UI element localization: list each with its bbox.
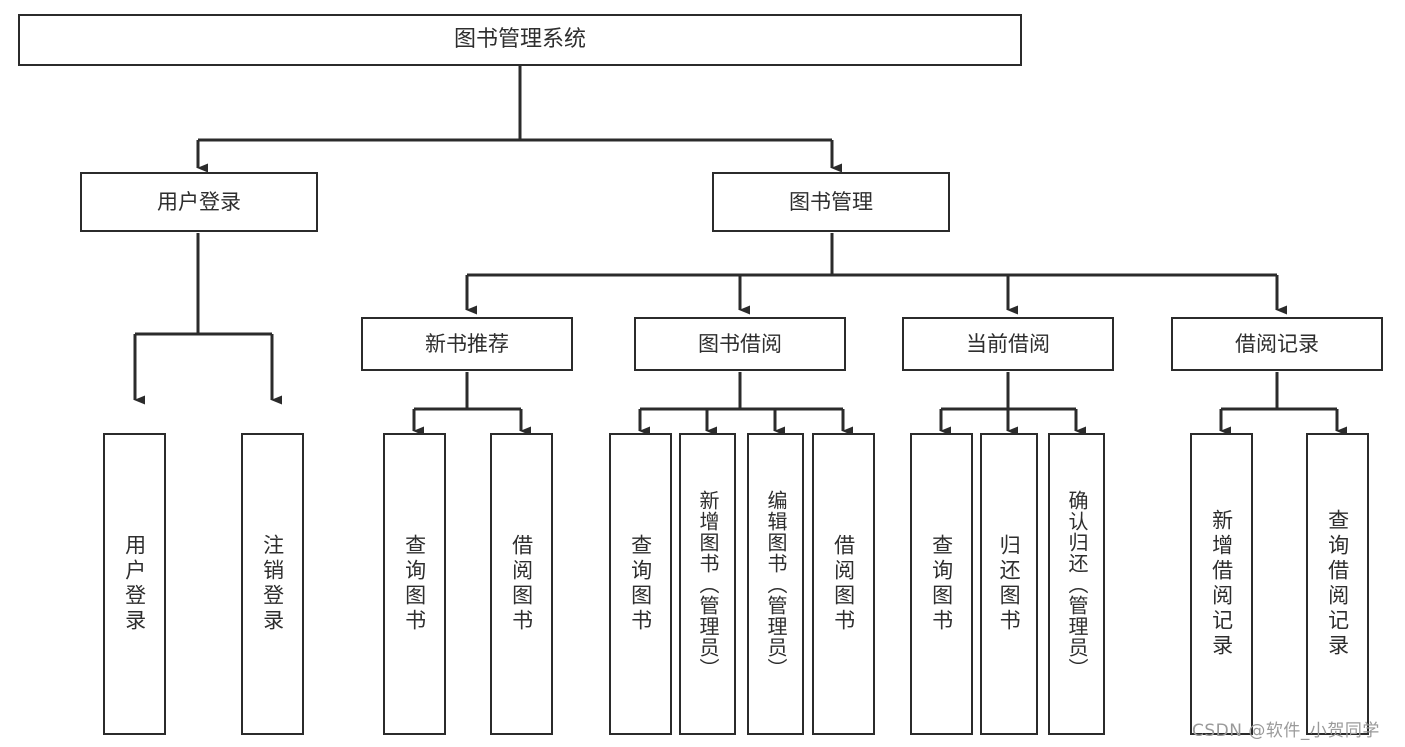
node-label: 查询借阅记录 bbox=[1325, 509, 1350, 659]
leaf-borrow-edit-book-admin[interactable]: 编辑图书（管理员） bbox=[747, 433, 804, 735]
node-current-borrow[interactable]: 当前借阅 bbox=[902, 317, 1114, 371]
node-new-book-recommend[interactable]: 新书推荐 bbox=[361, 317, 573, 371]
leaf-record-query-record[interactable]: 查询借阅记录 bbox=[1306, 433, 1369, 735]
node-label: 归还图书 bbox=[997, 534, 1022, 634]
node-label: 图书管理 bbox=[789, 189, 873, 214]
leaf-user-login-signout[interactable]: 注销登录 bbox=[241, 433, 304, 735]
leaf-current-return-book[interactable]: 归还图书 bbox=[980, 433, 1038, 735]
leaf-current-confirm-return-admin[interactable]: 确认归还（管理员） bbox=[1048, 433, 1105, 735]
node-label: 注销登录 bbox=[260, 534, 285, 634]
leaf-borrow-borrow-book[interactable]: 借阅图书 bbox=[812, 433, 875, 735]
node-label: 新书推荐 bbox=[425, 331, 509, 356]
node-label: 借阅记录 bbox=[1235, 331, 1319, 356]
csdn-watermark: CSDN @软件_小贺同学 bbox=[1192, 721, 1380, 741]
node-label: 编辑图书（管理员） bbox=[764, 489, 788, 679]
node-label: 图书管理系统 bbox=[453, 27, 586, 53]
node-label: 当前借阅 bbox=[966, 331, 1050, 356]
node-label: 用户登录 bbox=[157, 189, 241, 214]
node-user-login[interactable]: 用户登录 bbox=[80, 172, 318, 232]
leaf-current-query-book[interactable]: 查询图书 bbox=[910, 433, 973, 735]
node-root-book-management-system[interactable]: 图书管理系统 bbox=[18, 14, 1022, 66]
leaf-new-book-query[interactable]: 查询图书 bbox=[383, 433, 446, 735]
leaf-new-book-borrow[interactable]: 借阅图书 bbox=[490, 433, 553, 735]
node-label: 查询图书 bbox=[628, 534, 653, 634]
leaf-record-add-record[interactable]: 新增借阅记录 bbox=[1190, 433, 1253, 735]
node-label: 新增借阅记录 bbox=[1209, 509, 1234, 659]
node-book-borrow[interactable]: 图书借阅 bbox=[634, 317, 846, 371]
node-label: 确认归还（管理员） bbox=[1065, 489, 1089, 679]
node-borrow-record[interactable]: 借阅记录 bbox=[1171, 317, 1383, 371]
node-label: 借阅图书 bbox=[509, 534, 534, 634]
node-label: 查询图书 bbox=[402, 534, 427, 634]
node-label: 新增图书（管理员） bbox=[696, 489, 720, 679]
node-book-management[interactable]: 图书管理 bbox=[712, 172, 950, 232]
node-label: 查询图书 bbox=[929, 534, 954, 634]
leaf-borrow-add-book-admin[interactable]: 新增图书（管理员） bbox=[679, 433, 736, 735]
node-label: 图书借阅 bbox=[698, 331, 782, 356]
leaf-borrow-query-book[interactable]: 查询图书 bbox=[609, 433, 672, 735]
node-label: 借阅图书 bbox=[831, 534, 856, 634]
node-label: 用户登录 bbox=[122, 534, 147, 634]
leaf-user-login-signin[interactable]: 用户登录 bbox=[103, 433, 166, 735]
